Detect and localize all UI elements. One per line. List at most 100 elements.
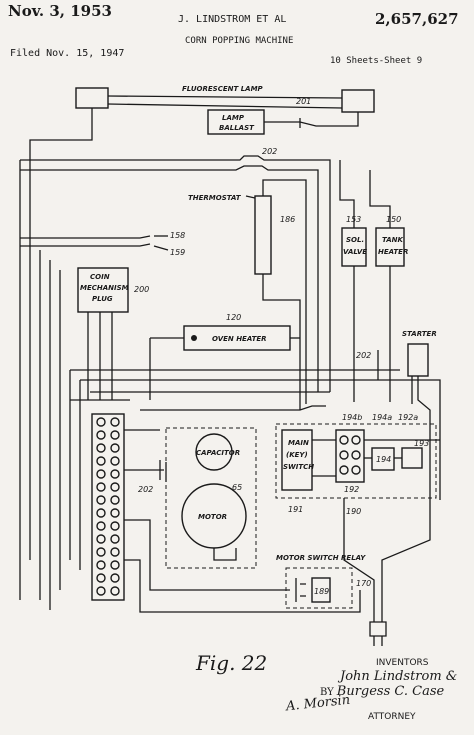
- thermostat-box: [254, 195, 272, 275]
- ref-189: 189: [314, 587, 329, 596]
- terminal-screw: [110, 547, 120, 557]
- tank-heater-label-2: HEATER: [378, 248, 408, 256]
- terminal-screw: [96, 521, 106, 531]
- main-key-switch: [281, 429, 313, 491]
- ref-192: 192: [344, 485, 359, 494]
- ref-158: 158: [170, 231, 185, 240]
- terminal-screw: [96, 495, 106, 505]
- relay-193: [401, 447, 423, 469]
- terminal-screw: [96, 443, 106, 453]
- relay-terminal: [351, 465, 361, 475]
- inventors-label: INVENTORS: [376, 658, 429, 668]
- fluorescent-lamp-label: FLUORESCENT LAMP: [182, 85, 264, 93]
- lamp-ballast-box: [207, 109, 265, 135]
- terminal-screw: [110, 495, 120, 505]
- filed-date: Filed Nov. 15, 1947: [10, 48, 125, 59]
- starter-label: STARTER: [402, 330, 437, 338]
- ref-194b: 194b: [342, 413, 362, 422]
- inventor-1: John Lindstrom &: [340, 669, 458, 684]
- oven-heater-box: [183, 325, 291, 351]
- terminal-screw: [110, 456, 120, 466]
- ref-65: 65: [232, 483, 242, 492]
- ref-193: 193: [414, 439, 429, 448]
- ref-191: 191: [288, 505, 303, 514]
- terminal-screw: [96, 560, 106, 570]
- terminal-screw: [96, 586, 106, 596]
- ref-190: 190: [346, 507, 361, 516]
- terminal-screw: [110, 534, 120, 544]
- ref-202-right: 202: [356, 351, 371, 360]
- starter-box: [407, 343, 429, 377]
- terminal-screw: [96, 456, 106, 466]
- terminal-screw: [96, 469, 106, 479]
- sol-valve-label-2: VALVE: [343, 248, 367, 256]
- ref-170: 170: [356, 579, 371, 588]
- figure-label: Fig. 22: [196, 651, 268, 675]
- coin-label-1: COIN: [90, 273, 110, 281]
- terminal-screw: [110, 560, 120, 570]
- patent-date: Nov. 3, 1953: [8, 2, 112, 20]
- terminal-screw: [96, 417, 106, 427]
- main-switch-label-2: (KEY): [286, 451, 308, 459]
- ref-150: 150: [386, 215, 401, 224]
- terminal-screw: [110, 586, 120, 596]
- oven-heater-terminal: [191, 335, 197, 341]
- main-switch-panel: [275, 423, 437, 499]
- lamp-ballast-label-1: LAMP: [222, 114, 245, 122]
- relay-terminal: [339, 450, 349, 460]
- terminal-screws: [96, 417, 120, 596]
- terminal-screw: [96, 547, 106, 557]
- sol-valve-box: [341, 227, 367, 267]
- attorney-label: ATTORNEY: [368, 712, 416, 722]
- ref-194: 194: [376, 455, 391, 464]
- inventor-2: Burgess C. Case: [336, 684, 445, 699]
- ref-202-left: 202: [138, 485, 153, 494]
- relay-terminal: [339, 435, 349, 445]
- by-label: BY: [320, 687, 334, 698]
- ref-186: 186: [280, 215, 295, 224]
- relay-terminal: [351, 450, 361, 460]
- motor-label: MOTOR: [198, 513, 227, 521]
- ref-194a: 194a: [372, 413, 392, 422]
- terminal-screw: [110, 521, 120, 531]
- terminal-screw: [96, 482, 106, 492]
- terminal-screw: [110, 469, 120, 479]
- thermostat-label: THERMOSTAT: [188, 194, 242, 202]
- terminal-screw: [110, 417, 120, 427]
- coin-label-2: MECHANISM: [80, 284, 129, 292]
- coin-mechanism-box: [77, 267, 129, 313]
- relay-terminals: [339, 435, 361, 475]
- main-switch-label-1: MAIN: [288, 439, 309, 447]
- terminal-screw: [96, 573, 106, 583]
- ref-201: 201: [296, 97, 311, 106]
- terminal-screw: [110, 443, 120, 453]
- terminal-screw: [110, 508, 120, 518]
- sheet-count: 10 Sheets-Sheet 9: [330, 56, 423, 66]
- terminal-screw: [110, 482, 120, 492]
- ref-200: 200: [134, 285, 149, 294]
- patent-title: CORN POPPING MACHINE: [185, 36, 294, 46]
- terminal-screw: [96, 508, 106, 518]
- capacitor-label: CAPACITOR: [196, 449, 240, 457]
- coin-label-3: PLUG: [92, 295, 113, 303]
- ref-192a: 192a: [398, 413, 418, 422]
- terminal-screw: [110, 430, 120, 440]
- sol-valve-label-1: SOL.: [346, 236, 364, 244]
- lamp-right-socket: [341, 89, 375, 113]
- tank-heater-label-1: TANK: [382, 236, 404, 244]
- relay-189: [311, 577, 331, 603]
- lamp-left-socket: [75, 87, 109, 109]
- relay-terminal: [339, 465, 349, 475]
- patent-number: 2,657,627: [375, 10, 459, 28]
- motor-switch-relay-label: MOTOR SWITCH RELAY: [276, 554, 366, 562]
- ref-159: 159: [170, 248, 185, 257]
- relay-terminal: [351, 435, 361, 445]
- motor-compartment: [165, 427, 257, 569]
- capacitor: [195, 433, 233, 471]
- oven-heater-label: OVEN HEATER: [212, 335, 267, 343]
- ref-202-top: 202: [262, 147, 277, 156]
- main-switch-label-3: SWITCH: [283, 463, 314, 471]
- terminal-screw: [110, 573, 120, 583]
